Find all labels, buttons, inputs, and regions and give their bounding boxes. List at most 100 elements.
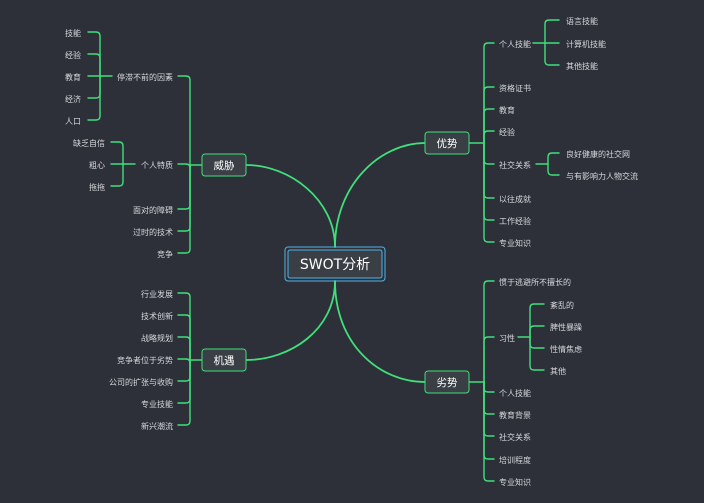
- threat-stagnation-population[interactable]: 人口: [65, 117, 81, 126]
- edge-strengths-branch-7: [483, 142, 495, 243]
- edge-threat-traits-branch-2: [110, 163, 124, 187]
- edge-root-opportunities: [245, 280, 336, 361]
- edge-threat-stagnation-branch-4: [87, 75, 101, 121]
- weakness-item-training[interactable]: 培训程度: [499, 455, 531, 465]
- weakness-habit-temper[interactable]: 脾性暴躁: [550, 322, 582, 332]
- edge-threat-stagnation-branch-1: [87, 53, 101, 77]
- edge-threats-branch-0: [177, 75, 191, 166]
- opportunities-label: 机遇: [214, 354, 235, 367]
- strength-item-social[interactable]: 社交关系: [499, 160, 531, 170]
- edge-opportunities-branch-4: [177, 359, 191, 382]
- weaknesses-label: 劣势: [437, 376, 458, 389]
- opp-item-skills[interactable]: 专业技能: [141, 399, 173, 409]
- edge-threats-branch-4: [177, 164, 191, 254]
- threat-stagnation-economy[interactable]: 经济: [65, 94, 81, 104]
- edge-threats-branch-1: [177, 163, 191, 169]
- node-opportunities[interactable]: 机遇: [201, 348, 247, 372]
- edge-strengths-branch-6: [483, 142, 495, 221]
- edge-weaknesses-branch-5: [483, 381, 495, 460]
- root-outer-border: [284, 246, 386, 282]
- opp-item-strategy[interactable]: 战略规划: [141, 333, 173, 343]
- threat-item-outdated-tech[interactable]: 过时的技术: [133, 227, 173, 237]
- edge-strengths-branch-5: [483, 142, 495, 199]
- root-box: [287, 249, 383, 279]
- weakness-item-avoidance[interactable]: 惯于逃避所不擅长的: [499, 277, 571, 287]
- weakness-item-social[interactable]: 社交关系: [499, 432, 531, 442]
- edge-strength-social-branch-0: [547, 152, 560, 165]
- opp-item-expansion[interactable]: 公司的扩张与收购: [109, 377, 173, 387]
- threat-stagnation-education[interactable]: 教育: [65, 72, 81, 82]
- strength-item-expertise[interactable]: 专业知识: [499, 238, 531, 248]
- strength-skill-computer[interactable]: 计算机技能: [566, 39, 606, 49]
- weakness-item-expertise[interactable]: 专业知识: [499, 477, 531, 487]
- threat-stagnation-experience[interactable]: 经验: [65, 50, 81, 60]
- edge-threats-branch-3: [177, 164, 191, 232]
- edge-weakness-habits-branch-2: [529, 336, 545, 349]
- weaknesses-box: [424, 370, 470, 394]
- edge-opportunities-branch-2: [177, 336, 191, 361]
- strengths-box: [424, 131, 470, 155]
- node-weaknesses[interactable]: 劣势: [424, 370, 470, 394]
- weakness-habit-anxiety[interactable]: 性情焦虑: [550, 344, 582, 354]
- root-label: SWOT分析: [300, 257, 370, 273]
- opp-item-innovation[interactable]: 技术创新: [141, 311, 173, 321]
- edge-weaknesses-branch-2: [483, 381, 495, 393]
- edge-weakness-habits-branch-0: [529, 303, 545, 338]
- edge-weaknesses-branch-4: [483, 381, 495, 437]
- strength-item-certificates[interactable]: 资格证书: [499, 83, 531, 93]
- threat-stagnation-skills[interactable]: 技能: [65, 28, 81, 38]
- edge-strengths-branch-0: [483, 42, 495, 144]
- edge-weaknesses-branch-3: [483, 381, 495, 415]
- strength-item-education[interactable]: 教育: [499, 105, 515, 115]
- edge-weaknesses-branch-1: [483, 336, 495, 383]
- edge-strengths-branch-2: [483, 108, 495, 144]
- edge-strengths-branch-4: [483, 142, 495, 165]
- threat-item-obstacles[interactable]: 面对的障碍: [133, 205, 173, 215]
- opp-item-trends[interactable]: 新兴潮流: [141, 421, 173, 431]
- threat-trait-careless[interactable]: 粗心: [89, 160, 105, 170]
- edge-strengths-branch-3: [483, 130, 495, 144]
- strengths-label: 优势: [437, 137, 458, 150]
- edge-weaknesses-branch-0: [483, 280, 495, 383]
- edge-weaknesses-branch-6: [483, 381, 495, 482]
- weakness-habit-other[interactable]: 其他: [550, 366, 566, 376]
- edge-opportunities-branch-1: [177, 314, 191, 361]
- edge-strength-skills-branch-0: [544, 19, 560, 44]
- strength-item-skills[interactable]: 个人技能: [499, 39, 531, 49]
- weakness-habit-disorder[interactable]: 紊乱的: [550, 300, 574, 310]
- root-node[interactable]: SWOT分析: [284, 246, 386, 282]
- threat-item-traits[interactable]: 个人特质: [141, 160, 173, 170]
- weakness-item-skills[interactable]: 个人技能: [499, 388, 531, 398]
- strength-skill-language[interactable]: 语言技能: [566, 16, 598, 26]
- opp-item-competitor-weak[interactable]: 竞争者位于劣势: [117, 355, 173, 365]
- edge-threat-stagnation-branch-0: [87, 31, 101, 77]
- edge-weakness-habits-branch-1: [529, 325, 545, 338]
- edge-weakness-habits-branch-3: [529, 336, 545, 371]
- threats-box: [201, 153, 247, 177]
- threat-trait-confidence[interactable]: 缺乏自信: [73, 138, 105, 148]
- threat-item-competition[interactable]: 竞争: [157, 249, 173, 259]
- weakness-item-habits[interactable]: 习性: [499, 333, 515, 343]
- strength-item-work-experience[interactable]: 工作经验: [499, 216, 531, 226]
- node-threats[interactable]: 威胁: [201, 153, 247, 177]
- edge-root-strengths: [334, 142, 426, 248]
- opp-item-industry[interactable]: 行业发展: [141, 289, 173, 299]
- edge-opportunities-branch-3: [177, 358, 191, 364]
- strength-social-network[interactable]: 良好健康的社交网: [566, 149, 630, 159]
- weakness-item-education[interactable]: 教育背景: [499, 410, 531, 420]
- edge-threat-stagnation-branch-3: [87, 75, 101, 99]
- threats-label: 威胁: [214, 159, 235, 172]
- mindmap-edges: [87, 19, 560, 482]
- edge-strength-skills-branch-2: [544, 42, 560, 66]
- edge-threats-branch-2: [177, 164, 191, 210]
- strength-item-achievements[interactable]: 以往成就: [499, 194, 531, 204]
- threat-item-stagnation[interactable]: 停滞不前的因素: [117, 72, 173, 82]
- strength-skill-other[interactable]: 其他技能: [566, 61, 598, 71]
- edge-root-threats: [245, 164, 336, 248]
- threat-trait-procrastination[interactable]: 拖拖: [89, 182, 105, 192]
- strength-item-experience[interactable]: 经验: [499, 127, 515, 137]
- strength-social-influencers[interactable]: 与有影响力人物交流: [566, 171, 638, 181]
- node-strengths[interactable]: 优势: [424, 131, 470, 155]
- edge-opportunities-branch-0: [177, 292, 191, 361]
